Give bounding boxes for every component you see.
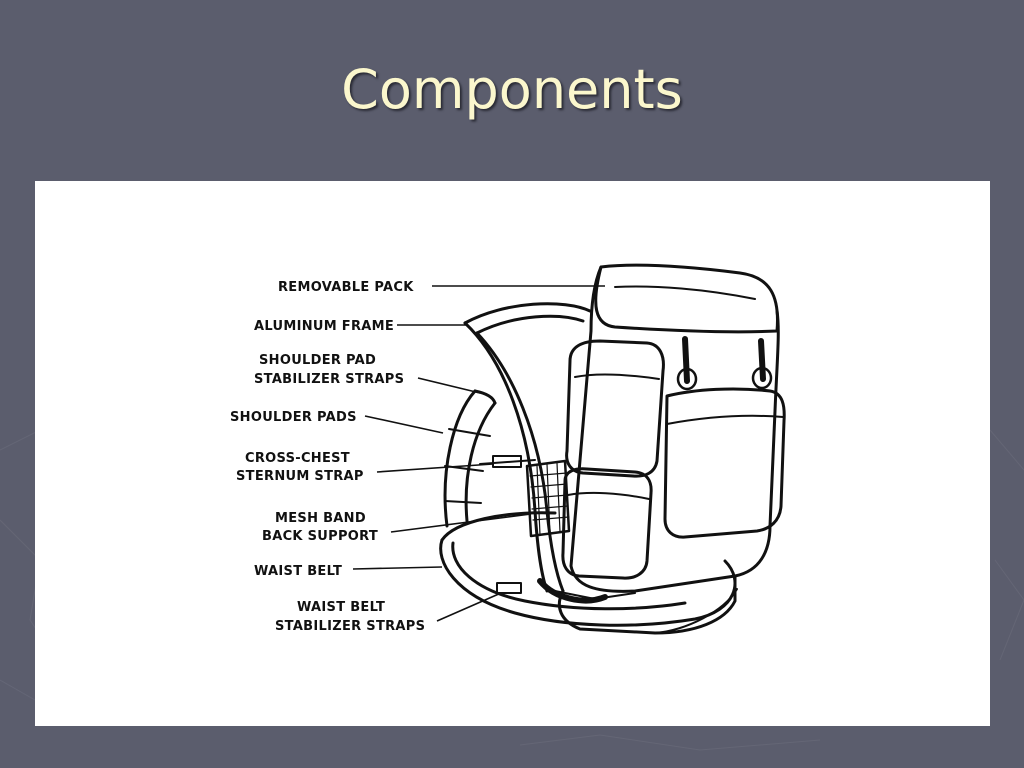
label-waist-belt-stabilizer-line1: WAIST BELT bbox=[297, 600, 385, 615]
label-mesh-band-line2: BACK SUPPORT bbox=[262, 529, 378, 544]
slide-title: Components bbox=[341, 58, 683, 121]
label-removable-pack: REMOVABLE PACK bbox=[278, 280, 414, 295]
leader-lines bbox=[352, 285, 605, 622]
label-cross-chest-line1: CROSS-CHEST bbox=[245, 451, 350, 466]
label-waist-belt-stabilizer-line2: STABILIZER STRAPS bbox=[275, 619, 425, 634]
label-mesh-band-line1: MESH BAND bbox=[275, 511, 366, 526]
backpack-illustration bbox=[439, 263, 786, 635]
mesh-band-hatch bbox=[525, 459, 571, 538]
figure-panel: REMOVABLE PACK ALUMINUM FRAME SHOULDER P… bbox=[35, 181, 990, 726]
label-aluminum-frame: ALUMINUM FRAME bbox=[254, 319, 394, 334]
backpack-diagram: REMOVABLE PACK ALUMINUM FRAME SHOULDER P… bbox=[230, 263, 786, 635]
label-shoulder-pads: SHOULDER PADS bbox=[230, 410, 357, 425]
label-waist-belt: WAIST BELT bbox=[254, 564, 342, 579]
callout-labels: REMOVABLE PACK ALUMINUM FRAME SHOULDER P… bbox=[230, 280, 425, 634]
label-shoulder-pad-stabilizer-line2: STABILIZER STRAPS bbox=[254, 372, 404, 387]
label-shoulder-pad-stabilizer-line1: SHOULDER PAD bbox=[259, 353, 376, 368]
label-cross-chest-line2: STERNUM STRAP bbox=[236, 469, 364, 484]
